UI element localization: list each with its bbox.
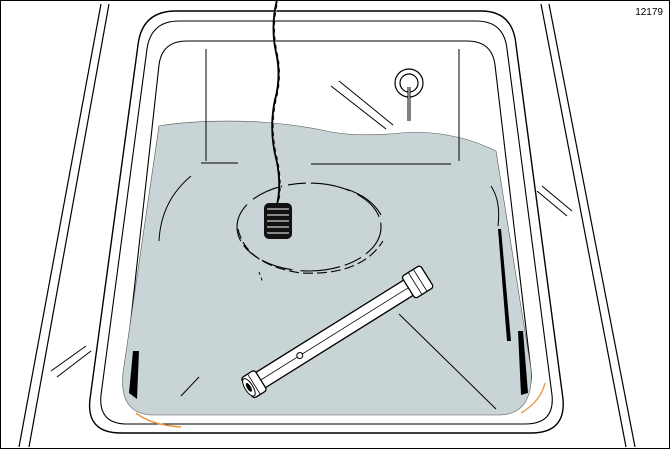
cabinet-outline — [18, 3, 636, 448]
liquid-swirl — [236, 182, 384, 274]
tank-corner-shadow-right — [518, 331, 528, 395]
rim-highlight — [135, 412, 182, 428]
drain-plug-icon — [394, 68, 424, 121]
tank-interior-lines — [158, 49, 500, 410]
cleaning-liquid — [122, 120, 532, 416]
tank-corner-shadow-left — [129, 351, 139, 399]
cleaning-brush-icon — [264, 1, 292, 239]
tube-part-icon — [241, 265, 434, 399]
figure-number: 12179 — [635, 7, 663, 18]
tank-side-shadow-right — [498, 229, 511, 341]
rim-highlight-right — [520, 382, 546, 414]
